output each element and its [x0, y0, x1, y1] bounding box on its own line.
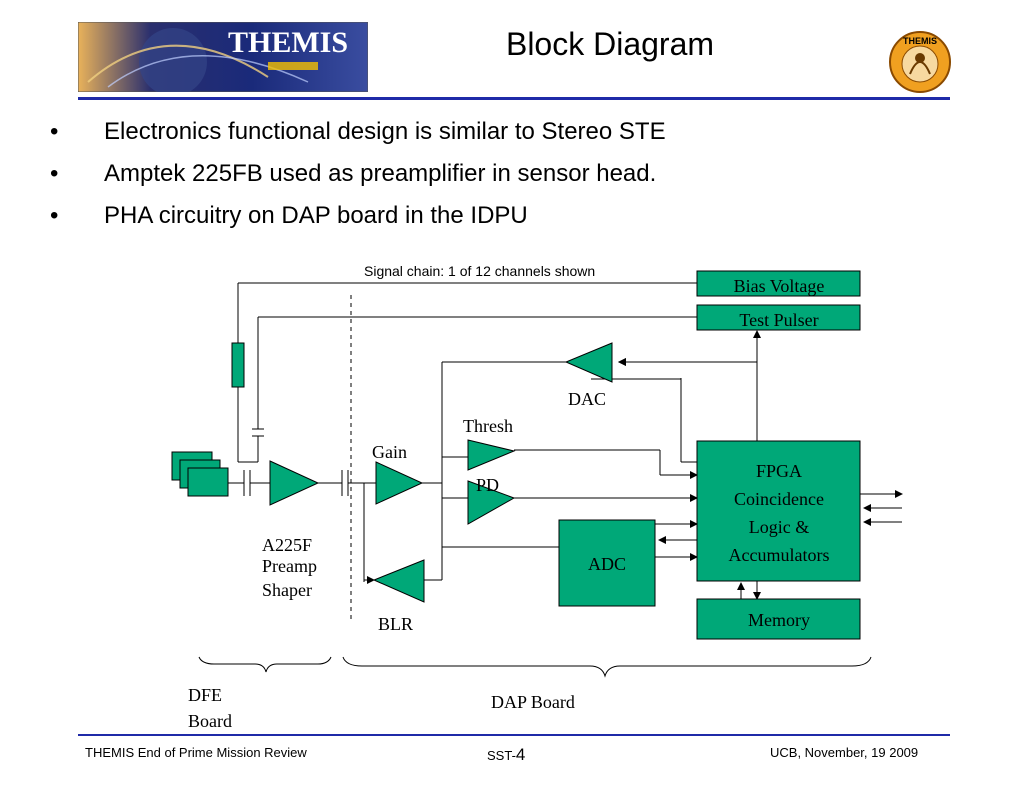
dfe-board-brace [198, 656, 332, 673]
bullet-marker: • [50, 160, 59, 187]
dap-board-label: DAP Board [491, 692, 575, 712]
bias-resistor [231, 342, 245, 388]
themis-mission-emblem: THEMIS [888, 30, 952, 94]
bias-voltage-block: Bias Voltage [696, 270, 861, 297]
bias-voltage-label: Bias Voltage [734, 276, 825, 296]
preamp-label-line: Preamp [262, 556, 317, 576]
detector-stack [171, 451, 229, 497]
bullet-text: Electronics functional design is similar… [104, 118, 666, 145]
memory-block: Memory [696, 598, 861, 640]
blr-triangle [372, 559, 425, 603]
footer-right: UCB, November, 19 2009 [770, 745, 919, 760]
dfe-board-label-line: DFE [188, 685, 222, 705]
emblem-text: THEMIS [903, 36, 937, 46]
bullet-text: Amptek 225FB used as preamplifier in sen… [104, 160, 657, 187]
footer-page-number: SST-4 [487, 745, 525, 765]
footer-page-value: 4 [515, 745, 526, 764]
fpga-block: FPGA Coincidence Logic & Accumulators [696, 440, 861, 582]
preamp-triangle [269, 460, 320, 506]
themis-banner-logo: THEMIS [77, 21, 369, 96]
bullet-marker: • [50, 118, 59, 145]
footer-page-prefix: SST- [487, 748, 516, 763]
banner-logo-text: THEMIS [228, 26, 348, 59]
signal-arrows [363, 330, 903, 600]
adc-label: ADC [588, 554, 626, 574]
memory-label: Memory [748, 610, 810, 630]
fpga-label-line: Coincidence [734, 489, 824, 509]
test-pulser-block: Test Pulser [696, 304, 861, 331]
fpga-label-line: Logic & [749, 517, 810, 537]
header-rule [78, 97, 950, 100]
test-pulser-label: Test Pulser [739, 310, 818, 330]
thresh-label: Thresh [463, 416, 513, 436]
gain-label: Gain [372, 442, 407, 462]
bullet-text: PHA circuitry on DAP board in the IDPU [104, 202, 528, 229]
slide-title: Block Diagram [505, 26, 715, 62]
footer-left: THEMIS End of Prime Mission Review [85, 745, 307, 760]
blr-label: BLR [378, 614, 413, 634]
dfe-board-label-line: Board [188, 711, 232, 731]
dac-triangle [564, 342, 613, 383]
preamp-label-line: Shaper [262, 580, 312, 600]
pd-triangle [467, 480, 516, 525]
fpga-label-line: FPGA [756, 461, 802, 481]
thresh-comparator-triangle [467, 439, 516, 471]
preamp-label-line: A225F [262, 535, 312, 555]
dap-board-brace [342, 656, 872, 678]
footer-rule [78, 734, 950, 736]
dac-label: DAC [568, 389, 606, 409]
gain-amplifier-triangle [375, 461, 424, 505]
pd-label: PD [476, 475, 499, 495]
signal-wires [228, 282, 758, 599]
fpga-label-line: Accumulators [729, 545, 830, 565]
diagram-caption: Signal chain: 1 of 12 channels shown [364, 263, 595, 279]
adc-block: ADC [558, 519, 656, 607]
bullet-marker: • [50, 202, 59, 229]
